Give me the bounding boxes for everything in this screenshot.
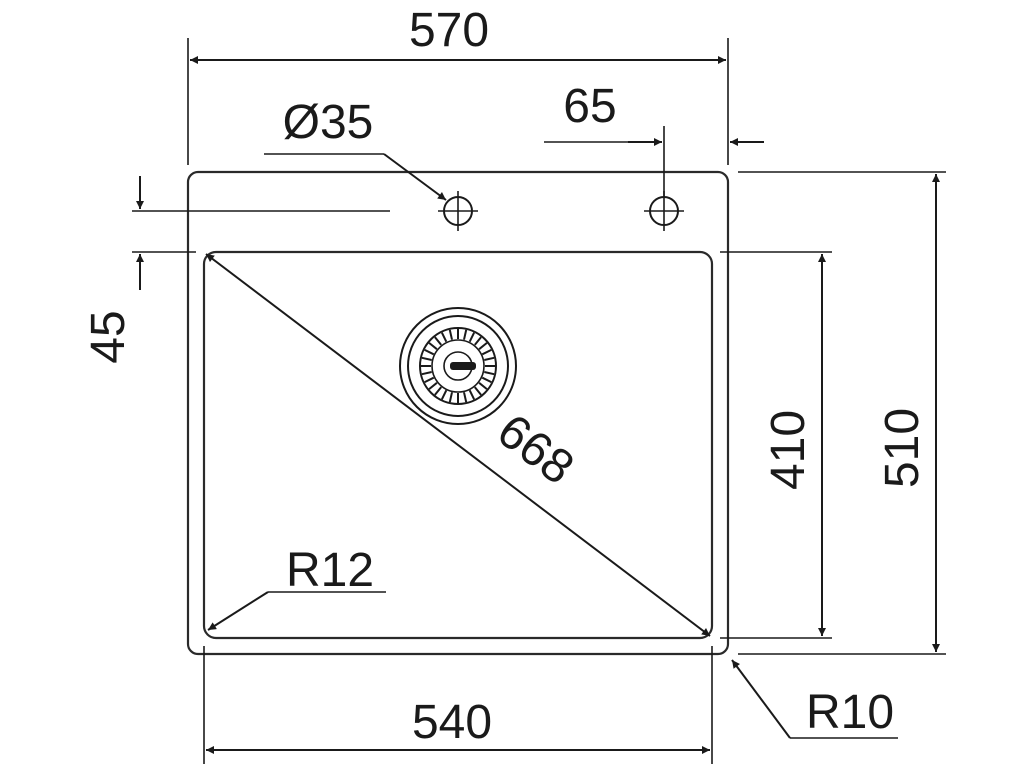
overall-height-label: 510	[876, 408, 929, 488]
sink-bowl-outline	[202, 250, 714, 640]
strainer-slot	[428, 382, 438, 390]
strainer-slot	[434, 336, 442, 346]
strainer-slot	[428, 342, 438, 350]
strainer-slot	[468, 332, 475, 343]
tap-hole-offset-label: 65	[563, 80, 616, 133]
strainer-slot	[463, 392, 468, 403]
dimension-tap-hole-diameter: Ø35	[264, 96, 447, 201]
strainer-slot	[468, 389, 475, 400]
sink-outer-outline	[186, 170, 730, 656]
strainer-slot	[484, 371, 495, 376]
strainer-slot	[441, 389, 448, 400]
overall-width-label: 570	[409, 4, 489, 57]
strainer-slot	[448, 329, 453, 340]
diagonal-label: 668	[487, 404, 583, 495]
bowl-height-label: 410	[762, 410, 815, 490]
strainer-slot	[474, 336, 482, 346]
strainer-slot	[434, 386, 442, 396]
bowl-width-label: 540	[412, 696, 492, 749]
strainer-slot	[448, 392, 453, 403]
tap-hole-diameter-label: Ø35	[283, 96, 374, 149]
strainer-slot	[424, 376, 435, 383]
dimension-bowl-corner-radius: R12	[207, 544, 386, 631]
dimension-overall-height: 510	[738, 171, 946, 655]
strainer-slot	[474, 386, 482, 396]
dimension-diagonal: 668	[205, 253, 711, 637]
dimension-top-ledge: 45	[82, 176, 390, 364]
tap-hole-left	[438, 191, 478, 231]
dimension-overall-width: 570	[187, 4, 729, 165]
dimension-bowl-width: 540	[203, 646, 713, 764]
strainer-slot	[481, 376, 492, 383]
strainer-slot	[484, 356, 495, 361]
drain-strainer	[399, 307, 517, 425]
top-ledge-label: 45	[82, 310, 135, 363]
strainer-slot	[481, 349, 492, 356]
dimension-bowl-height: 410	[720, 251, 832, 639]
strainer-slot	[478, 382, 488, 390]
bowl-corner-radius-label: R12	[286, 544, 374, 597]
strainer-slot	[424, 349, 435, 356]
strainer-slot	[421, 356, 432, 361]
dimension-outer-corner-radius: R10	[731, 659, 898, 739]
outer-corner-radius-label: R10	[806, 686, 894, 739]
strainer-slot	[441, 332, 448, 343]
strainer-slot	[463, 329, 468, 340]
strainer-slot	[478, 342, 488, 350]
strainer-knob	[450, 362, 476, 370]
dimension-tap-hole-offset: 65	[544, 80, 764, 198]
strainer-slot	[421, 371, 432, 376]
